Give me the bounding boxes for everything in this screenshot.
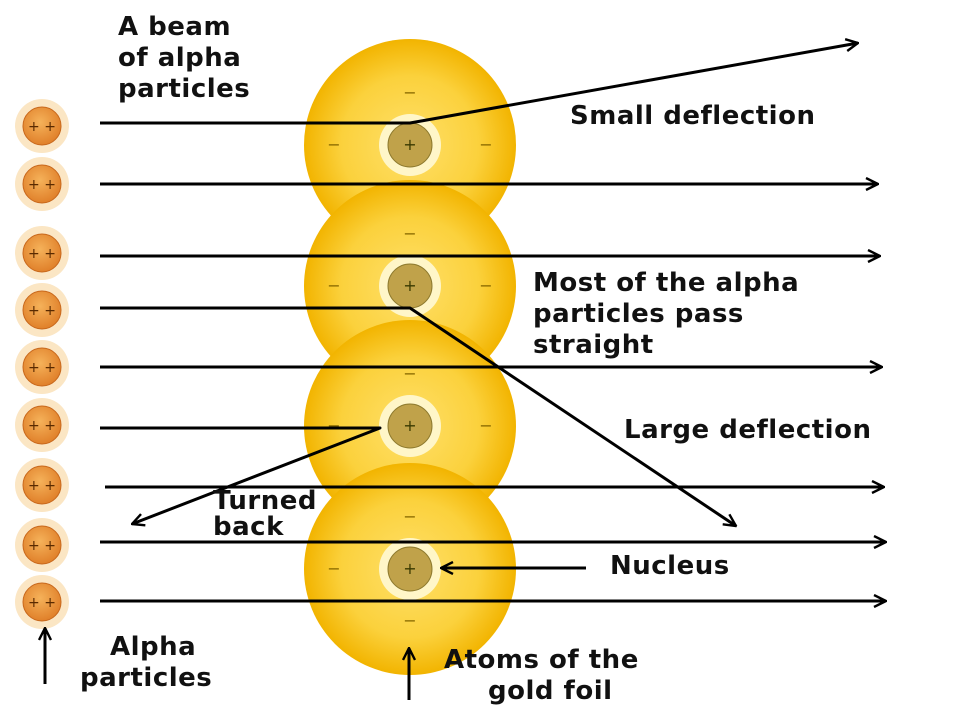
alpha-particle-core: [22, 525, 62, 565]
alpha-particle: + +: [15, 575, 69, 629]
electron-charge-symbol: −: [403, 83, 416, 102]
gold-atoms-line-2: gold foil: [488, 676, 613, 706]
particle-paths-layer: [45, 43, 886, 700]
electron-charge-symbol: −: [479, 416, 492, 435]
alpha-particles-line-1: Alpha: [110, 632, 197, 662]
large-deflection-text: Large deflection: [624, 415, 872, 445]
alpha-particle-core: [22, 582, 62, 622]
alpha-particle-charge: + +: [28, 538, 56, 554]
alpha-particle: + +: [15, 157, 69, 211]
gold-foil-atoms-label: Atoms of the gold foil: [444, 645, 639, 707]
electron-charge-symbol: −: [479, 276, 492, 295]
alpha-particle-charge: + +: [28, 119, 56, 135]
electron-charge-symbol: −: [403, 507, 416, 526]
electron-charge-symbol: −: [403, 224, 416, 243]
turned-back-line-2: back: [213, 512, 284, 542]
large-deflection-path: [100, 306, 736, 526]
gold-atoms-line-1: Atoms of the: [444, 645, 639, 675]
electron-charge-symbol: −: [403, 364, 416, 383]
alpha-particle-core: [22, 164, 62, 204]
electron-charge-symbol: −: [327, 276, 340, 295]
alpha-particle-core: [22, 465, 62, 505]
alpha-particles-line-2: particles: [80, 663, 213, 693]
most-pass-line-1: Most of the alpha: [533, 268, 800, 298]
alpha-particle-charge: + +: [28, 595, 56, 611]
alpha-particle: + +: [15, 398, 69, 452]
small-deflection-text: Small deflection: [570, 101, 816, 131]
alpha-particle-core: [22, 290, 62, 330]
electron-charge-symbol: −: [327, 416, 340, 435]
electron-charge-symbol: −: [327, 135, 340, 154]
nucleus-label: Nucleus: [610, 551, 730, 582]
alpha-particle: + +: [15, 99, 69, 153]
small-deflection-path: [100, 43, 858, 125]
gold-atoms-layer: +−−−−+−−−−+−−−−+−−−−: [304, 39, 516, 675]
electron-charge-symbol: −: [479, 135, 492, 154]
alpha-particle-charge: + +: [28, 360, 56, 376]
alpha-particle: + +: [15, 458, 69, 512]
alpha-particle: + +: [15, 518, 69, 572]
most-pass-straight-label: Most of the alpha particles pass straigh…: [533, 268, 799, 361]
turned-back-label: Turned back: [213, 488, 317, 540]
alpha-particle-charge: + +: [28, 246, 56, 262]
alpha-particle-core: [22, 106, 62, 146]
nucleus-charge-symbol: +: [403, 559, 416, 578]
nucleus-charge-symbol: +: [403, 416, 416, 435]
beam-label-line-2: of alpha: [118, 43, 242, 73]
nucleus-charge-symbol: +: [403, 135, 416, 154]
alpha-particles-label: Alpha particles: [80, 632, 212, 694]
alpha-particle: + +: [15, 226, 69, 280]
nucleus: [387, 546, 433, 592]
electron-charge-symbol: −: [327, 559, 340, 578]
alpha-particle: + +: [15, 283, 69, 337]
alpha-particle-charge: + +: [28, 303, 56, 319]
alpha-particle-charge: + +: [28, 478, 56, 494]
nucleus-charge-symbol: +: [403, 276, 416, 295]
nucleus-text: Nucleus: [610, 551, 730, 581]
turned-back-line-1: Turned: [213, 486, 317, 516]
beam-label-line-1: A beam: [118, 12, 232, 42]
turned-back-path: [100, 426, 382, 524]
alpha-particle-core: [22, 233, 62, 273]
small-deflection-label: Small deflection: [570, 101, 815, 132]
alpha-particle-core: [22, 347, 62, 387]
most-pass-line-2: particles pass: [533, 299, 744, 329]
most-pass-line-3: straight: [533, 330, 654, 360]
alpha-particle: + +: [15, 340, 69, 394]
beam-label-line-3: particles: [118, 74, 251, 104]
nucleus: [387, 403, 433, 449]
alpha-particle-charge: + +: [28, 418, 56, 434]
electron-charge-symbol: −: [403, 611, 416, 630]
gold-atom: +−−−−: [304, 463, 516, 675]
alpha-particle-core: [22, 405, 62, 445]
alpha-particles-layer: + + + + + + + + + + + + + + + + + +: [15, 99, 69, 629]
alpha-particle-charge: + +: [28, 177, 56, 193]
beam-label: A beam of alpha particles: [118, 12, 250, 105]
large-deflection-label: Large deflection: [624, 415, 871, 446]
